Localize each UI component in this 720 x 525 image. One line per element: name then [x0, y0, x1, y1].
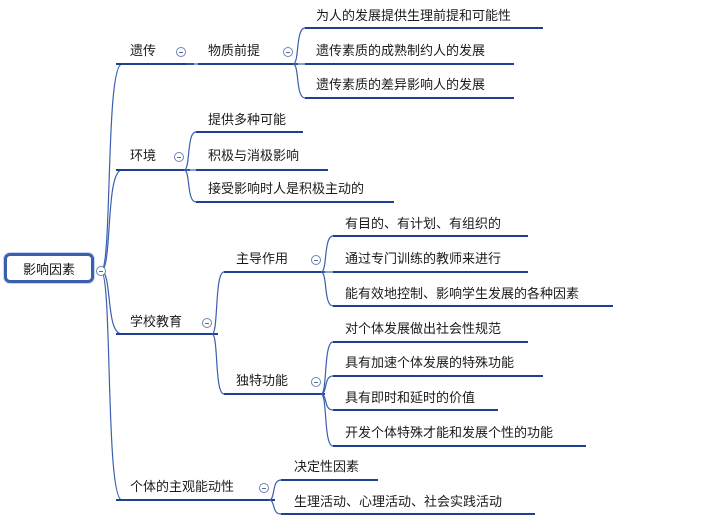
- connector-unique-leaf-1: [320, 375, 334, 395]
- connector-unique-leaf-3: [320, 393, 334, 447]
- leaf-unique-2[interactable]: 具有加速个体发展的特殊功能: [345, 356, 515, 371]
- sub-material-premise[interactable]: 物质前提: [208, 44, 261, 59]
- collapse-icon[interactable]: [283, 47, 293, 57]
- leaf-heredity-1[interactable]: 为人的发展提供生理前提和可能性: [316, 9, 512, 24]
- branch-subjective[interactable]: 个体的主观能动性: [130, 480, 235, 495]
- leaf-leading-3[interactable]: 能有效地控制、影响学生发展的各种因素: [345, 287, 580, 302]
- connector-root-1: [100, 169, 123, 272]
- leaf-unique-4[interactable]: 开发个体特殊才能和发展个性的功能: [345, 426, 554, 441]
- branch-school[interactable]: 学校教育: [130, 315, 183, 330]
- leaf-environment-2[interactable]: 积极与消极影响: [208, 149, 300, 164]
- collapse-icon[interactable]: [311, 377, 321, 387]
- connector-heredity-leaf-0: [292, 27, 306, 65]
- leaf-unique-3[interactable]: 具有即时和延时的价值: [345, 391, 476, 406]
- branch-environment[interactable]: 环境: [130, 149, 157, 164]
- collapse-icon[interactable]: [96, 266, 106, 276]
- sub-unique-function[interactable]: 独特功能: [236, 374, 289, 389]
- branch-heredity[interactable]: 遗传: [130, 44, 157, 59]
- leaf-heredity-3[interactable]: 遗传素质的差异影响人的发展: [316, 78, 486, 93]
- connector-heredity-leaf-2: [292, 63, 306, 99]
- connector-env-leaf-2: [183, 169, 197, 203]
- collapse-icon[interactable]: [311, 255, 321, 265]
- leaf-subjective-1[interactable]: 决定性因素: [294, 460, 360, 475]
- collapse-icon[interactable]: [202, 318, 212, 328]
- connector-school-unique: [211, 333, 225, 395]
- connector-leading-leaf-2: [320, 271, 334, 307]
- leaf-unique-1[interactable]: 对个体发展做出社会性规范: [345, 322, 502, 337]
- leaf-subjective-2[interactable]: 生理活动、心理活动、社会实践活动: [294, 495, 503, 510]
- connector-leading-leaf-0: [320, 235, 334, 273]
- connector-root-0: [100, 63, 123, 272]
- connector-subj-leaf-0: [268, 479, 282, 501]
- connector-unique-leaf-0: [320, 341, 334, 395]
- leaf-environment-3[interactable]: 接受影响时人是积极主动的: [208, 182, 365, 197]
- connector-subj-leaf-1: [268, 499, 282, 515]
- collapse-icon[interactable]: [174, 152, 184, 162]
- leaf-environment-1[interactable]: 提供多种可能: [208, 113, 287, 128]
- leaf-heredity-2[interactable]: 遗传素质的成熟制约人的发展: [316, 44, 486, 59]
- collapse-icon[interactable]: [176, 47, 186, 57]
- collapse-icon[interactable]: [259, 483, 269, 493]
- connector-env-leaf-0: [183, 131, 197, 171]
- root-node[interactable]: 影响因素: [4, 253, 94, 283]
- leaf-leading-1[interactable]: 有目的、有计划、有组织的: [345, 217, 502, 232]
- connector-school-leading: [211, 271, 225, 335]
- sub-leading-role[interactable]: 主导作用: [236, 252, 289, 267]
- leaf-leading-2[interactable]: 通过专门训练的教师来进行: [345, 252, 502, 267]
- connector-root-3: [100, 270, 123, 501]
